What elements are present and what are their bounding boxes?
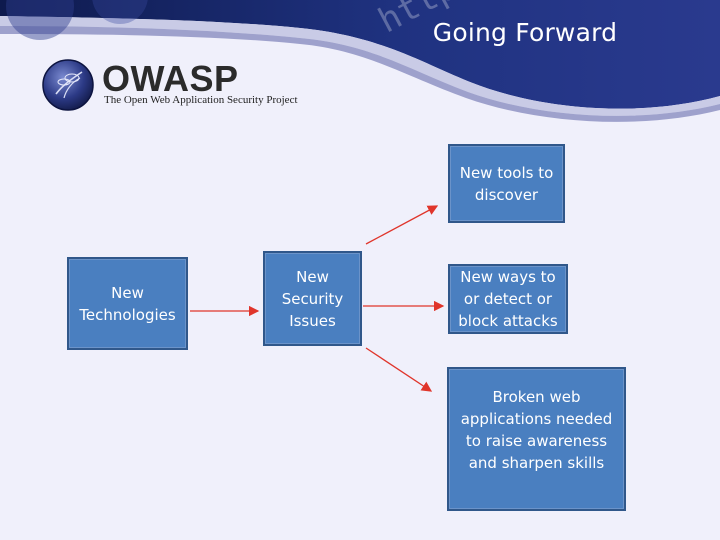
new-technologies-label: New Technologies: [79, 283, 176, 324]
new-security-issues-label: New Security Issues: [281, 267, 344, 330]
new-tools-label: New tools to discover: [459, 163, 554, 204]
new-ways-label: New ways to or detect or block attacks: [458, 268, 558, 330]
slide-title: Going Forward: [432, 18, 618, 47]
arrow-issues-to-tools: [365, 205, 439, 245]
broken-web-apps-box: Broken web applications needed to raise …: [447, 367, 626, 511]
slide-header: https:// Going Forward: [0, 0, 720, 150]
new-tools-box: New tools to discover: [448, 144, 565, 223]
broken-web-apps-label: Broken web applications needed to raise …: [460, 388, 613, 472]
owasp-logo: OWASP The Open Web Application Security …: [42, 58, 322, 116]
owasp-wordmark: OWASP: [102, 58, 239, 99]
header-swoosh-graphic: [0, 0, 720, 122]
new-security-issues-box: New Security Issues: [263, 251, 362, 346]
arrow-issues-to-broken-apps: [365, 347, 433, 392]
new-technologies-box: New Technologies: [67, 257, 188, 350]
new-ways-box: New ways to or detect or block attacks: [448, 264, 568, 334]
owasp-wasp-icon: [42, 59, 94, 111]
owasp-tagline: The Open Web Application Security Projec…: [104, 94, 298, 106]
